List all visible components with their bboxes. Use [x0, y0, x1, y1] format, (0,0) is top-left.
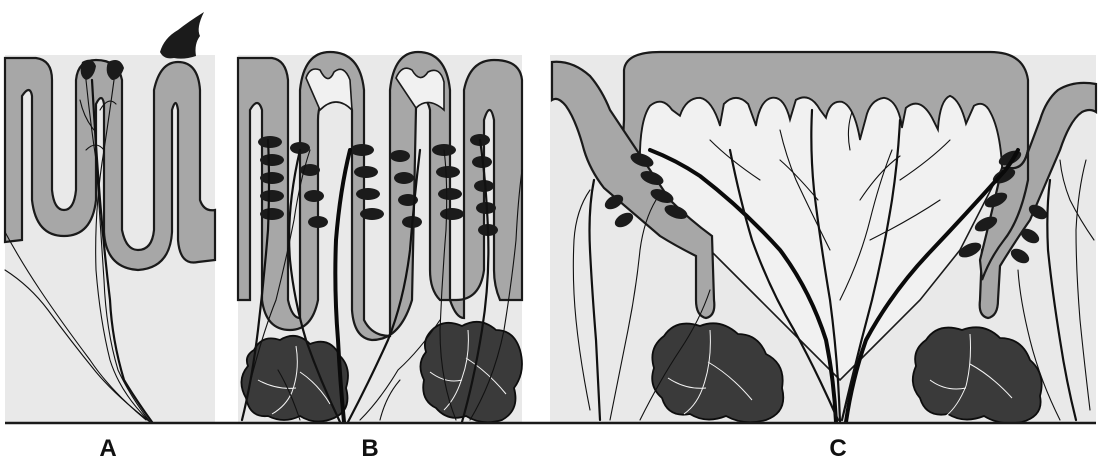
panel-b-gland-right	[420, 322, 522, 422]
panel-b	[238, 52, 522, 423]
panel-b-label: B	[361, 435, 378, 462]
panel-a-label: A	[99, 435, 116, 462]
panel-a	[5, 12, 215, 423]
panel-c-label: C	[829, 435, 846, 462]
panel-c	[550, 52, 1096, 423]
panel-a-flame-tip	[160, 12, 204, 59]
panel-b-gland-left	[241, 336, 348, 422]
